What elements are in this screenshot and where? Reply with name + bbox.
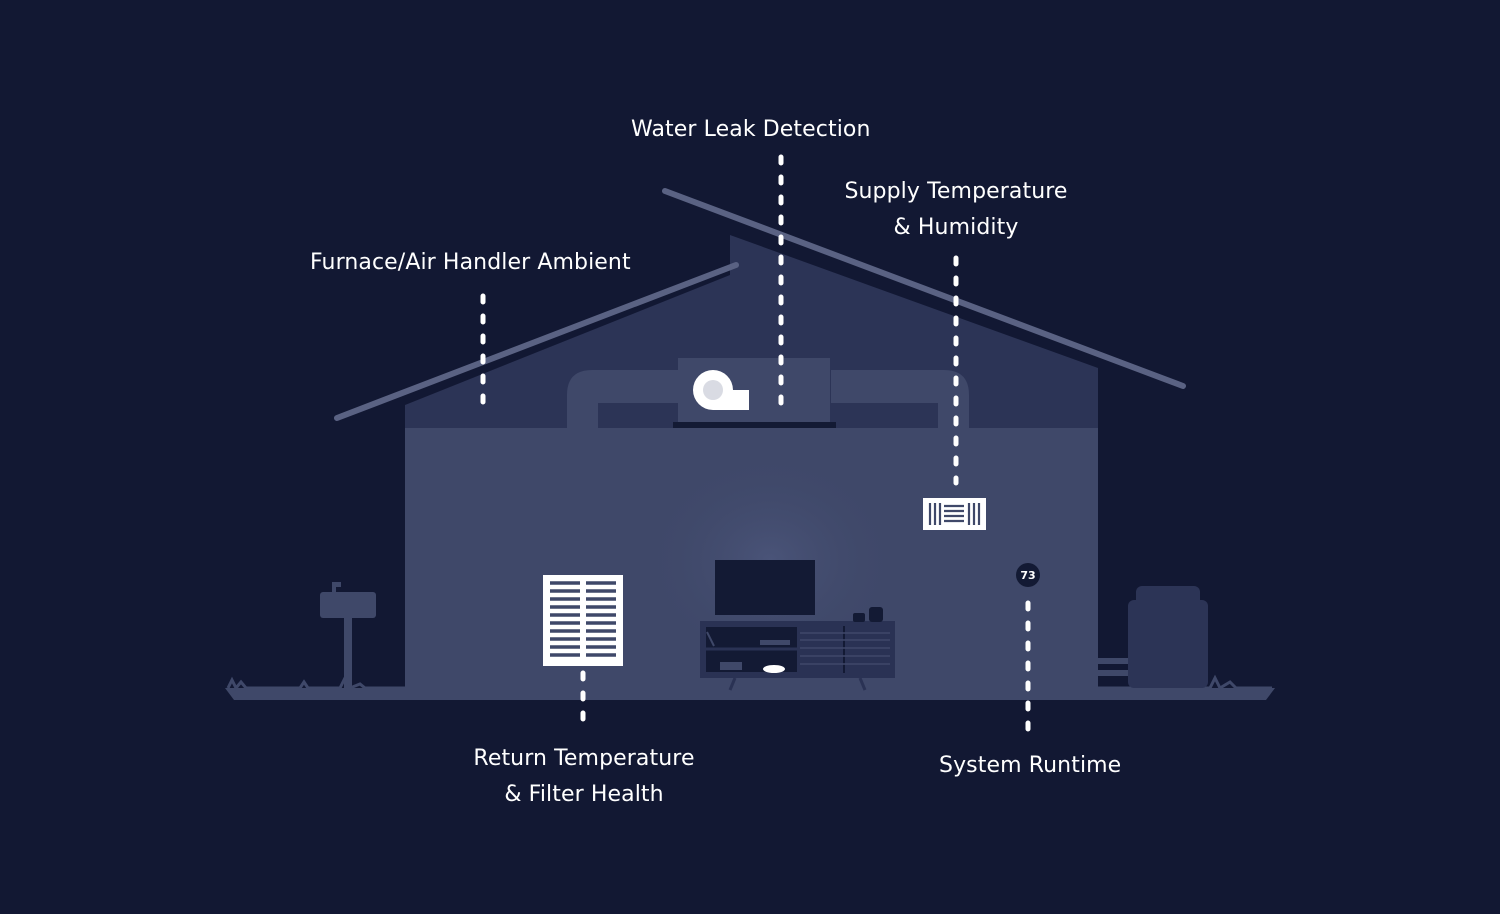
return-vent [543, 575, 623, 666]
label-water-leak: Water Leak Detection [631, 117, 871, 142]
label-supply-line1: Supply Temperature [844, 179, 1068, 204]
water-sensor [763, 665, 785, 673]
air-handler [673, 358, 836, 428]
label-return-line1: Return Temperature [473, 746, 695, 771]
mailbox [320, 582, 376, 690]
label-runtime: System Runtime [939, 753, 1122, 778]
television [715, 560, 815, 615]
roof-right [662, 188, 1186, 389]
label-supply-line2: & Humidity [893, 215, 1019, 240]
grass-left [226, 674, 405, 691]
outdoor-ac-unit [1098, 586, 1208, 688]
ductwork [567, 370, 969, 428]
thermostat-reading: 73 [1020, 569, 1035, 582]
supply-vent [923, 498, 986, 530]
label-return: Return Temperature & Filter Health [460, 741, 708, 813]
label-supply: Supply Temperature & Humidity [830, 174, 1082, 246]
media-console [700, 607, 895, 691]
roof-left [334, 262, 739, 421]
label-return-line2: & Filter Health [504, 782, 664, 807]
thermostat: 73 [1016, 563, 1040, 587]
ground [225, 688, 1275, 700]
grass-right [1098, 674, 1272, 691]
label-furnace: Furnace/Air Handler Ambient [310, 250, 631, 275]
